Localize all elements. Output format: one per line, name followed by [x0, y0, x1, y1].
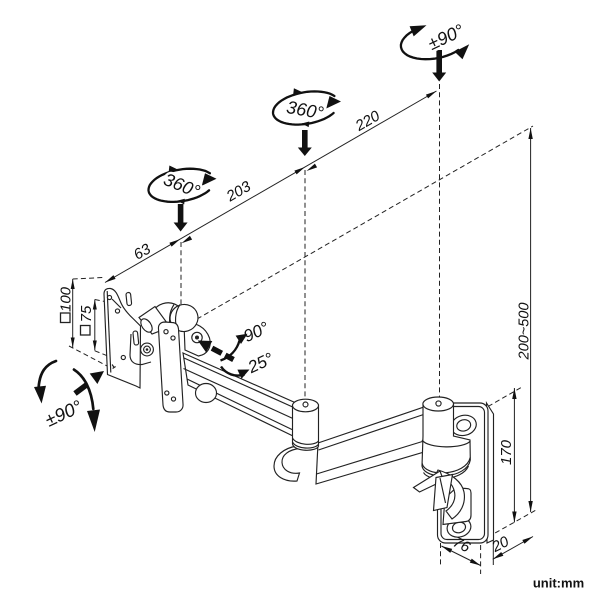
svg-text:200~500: 200~500 — [517, 303, 533, 361]
svg-text:unit:mm: unit:mm — [533, 576, 584, 591]
svg-text:25°: 25° — [244, 349, 276, 378]
svg-text:90°: 90° — [241, 318, 273, 346]
svg-text:63: 63 — [131, 240, 155, 263]
svg-text:75: 75 — [78, 305, 95, 322]
svg-text:±90°: ±90° — [42, 396, 85, 431]
svg-text:360°: 360° — [285, 97, 325, 123]
svg-text:20: 20 — [488, 533, 512, 556]
svg-text:360°: 360° — [161, 169, 203, 201]
svg-text:76: 76 — [450, 534, 473, 557]
svg-text:100: 100 — [58, 286, 75, 312]
svg-text:170: 170 — [498, 439, 515, 465]
svg-text:203: 203 — [223, 178, 255, 206]
